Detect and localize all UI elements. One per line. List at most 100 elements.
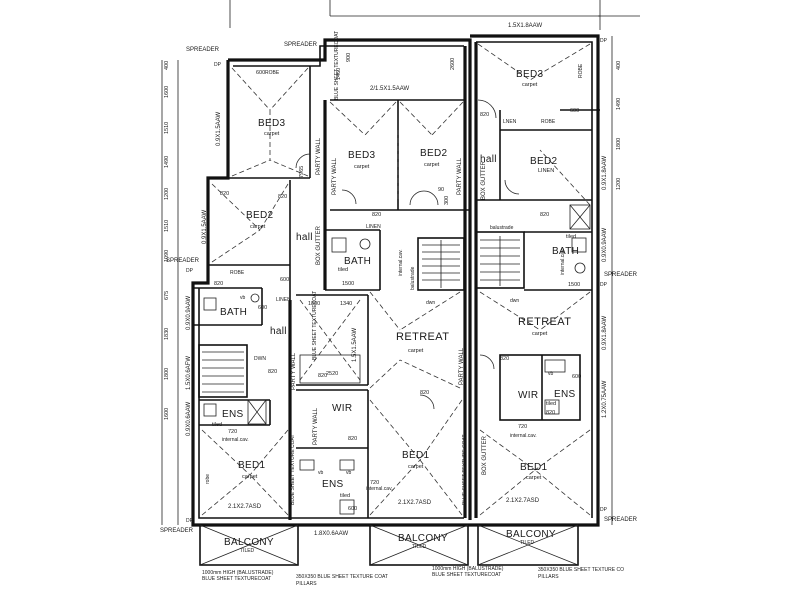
label-hall-left-upper: hall xyxy=(296,232,313,243)
label-hall-left-lower: hall xyxy=(270,326,287,337)
dim-left-1510b: 1510 xyxy=(164,220,170,232)
label-carpet-bed1-right: carpet xyxy=(526,475,542,481)
label-blue-sheet-4: BLUE SHEET TEXTURE COAT xyxy=(462,434,468,505)
dimension-lines xyxy=(161,15,640,525)
label-box-gutter-1: BOX GUTTER xyxy=(316,225,322,265)
dim-right-1490: 1490 xyxy=(616,98,622,110)
balconies xyxy=(199,524,579,566)
dim-left-1090: 1090 xyxy=(164,250,170,262)
label-dwn-left: DWN xyxy=(254,356,266,362)
dim-left-400: 400 xyxy=(164,61,170,70)
label-internal-cav-centre: internal.cav. xyxy=(366,486,393,492)
label-bath-left: BATH xyxy=(220,307,247,318)
dim-820-e: 820 xyxy=(220,191,229,197)
dim-600-b: 600 xyxy=(570,108,579,114)
label-bed2-left: BED2 xyxy=(246,210,273,221)
label-bed1-left: BED1 xyxy=(238,460,265,471)
label-tiled-balcony-centre: TILED xyxy=(412,544,427,550)
label-dp-5: DP xyxy=(186,518,194,524)
label-party-wall-6: PARTY WALL xyxy=(459,347,465,385)
dim-820-g: 820 xyxy=(420,390,429,396)
dim-right-1200: 1200 xyxy=(616,178,622,190)
dim-820-k: 820 xyxy=(318,373,327,379)
note-balustrade-centre: 1000mm HIGH (BALUSTRADE) xyxy=(432,566,504,572)
dim-820-j: 820 xyxy=(500,356,509,362)
spec-centre-window: 1.5X1.5AAW xyxy=(352,328,358,362)
dim-1460: 1460 xyxy=(336,68,342,80)
label-ens-left: ENS xyxy=(222,409,243,420)
label-carpet-bed2-centre: carpet xyxy=(424,162,440,168)
label-carpet-bed3-centre: carpet xyxy=(354,164,370,170)
label-dwn-centre: dwn xyxy=(426,300,435,306)
label-bath-centre: BATH xyxy=(344,256,371,267)
spec-door-left: 2.1X2.7ASD xyxy=(228,504,262,510)
dim-820-c: 820 xyxy=(540,212,549,218)
dim-600-f: 600 xyxy=(280,277,289,283)
dim-1800: 1800 xyxy=(308,301,320,307)
spec-right-window-2: 0.9X0.9AAW xyxy=(602,228,608,262)
fixtures xyxy=(203,204,591,515)
label-carpet-bed3-left: carpet xyxy=(264,131,280,137)
dim-1340: 1340 xyxy=(340,301,352,307)
spec-left-window-5: 0.9X0.6AAW xyxy=(186,402,192,436)
dim-600-c: 600 xyxy=(258,305,267,311)
label-linen-left: LINEN xyxy=(276,297,291,303)
label-carpet-bed1-centre: carpet xyxy=(408,464,424,470)
note-pillars-left: 350X350 BLUE SHEET TEXTURE COAT xyxy=(296,574,388,580)
label-wir-centre: WIR xyxy=(332,403,352,414)
label-carpet-bed1-left: carpet xyxy=(242,474,258,480)
dim-720-c: 720 xyxy=(370,480,379,486)
note-pillars-right-2: PILLARS xyxy=(538,574,559,580)
label-bed2-centre: BED2 xyxy=(420,148,447,159)
dim-1500-b: 1500 xyxy=(568,282,580,288)
label-box-gutter-3: BOX GUTTER xyxy=(482,435,488,475)
label-tiled-bath-right: tiled xyxy=(566,234,576,240)
label-bed3-right: BED3 xyxy=(516,69,543,80)
note-pillars-left-2: PILLARS xyxy=(296,581,317,587)
label-balustrade-centre: balustrade xyxy=(410,266,416,290)
label-carpet-retreat-right: carpet xyxy=(532,331,548,337)
label-robe-right-vert: ROBE xyxy=(578,63,584,78)
label-vb-right: vb xyxy=(548,371,554,377)
label-robe-bed1-left: robe xyxy=(205,474,211,484)
label-spreader-right-1: SPREADER xyxy=(604,272,638,278)
dim-90: 90 xyxy=(438,187,444,193)
dim-300: 300 xyxy=(444,196,450,205)
note-balustrade-left: 1000mm HIGH (BALUSTRADE) xyxy=(202,570,274,576)
spec-right-window-1: 0.9X1.8AAW xyxy=(602,156,608,190)
dim-820-d: 820 xyxy=(278,194,287,200)
note-pillars-right: 350X350 BLUE SHEET TEXTURE CO xyxy=(538,567,624,573)
label-dwn-right: dwn xyxy=(510,298,519,304)
label-internal-cav-left: internal.cav. xyxy=(222,437,249,443)
outer-walls xyxy=(191,34,600,527)
label-ens-right: ENS xyxy=(554,389,575,400)
label-party-wall-4: PARTY WALL xyxy=(291,352,297,390)
dim-720-a: 720 xyxy=(228,429,237,435)
label-linen-bed2-right: LINEN xyxy=(538,168,554,174)
internal-walls xyxy=(193,42,600,520)
label-vb-centre-b: vb xyxy=(346,470,352,476)
label-bath-right: BATH xyxy=(552,246,579,257)
label-balcony-centre: BALCONY xyxy=(398,533,448,544)
label-party-wall-1: PARTY WALL xyxy=(316,137,322,175)
ceiling-lines xyxy=(201,43,591,516)
door-swings xyxy=(295,99,520,410)
dim-820-b: 820 xyxy=(372,212,381,218)
label-tiled-bath-centre: tiled xyxy=(338,267,348,273)
dim-600-d: 600 xyxy=(572,374,581,380)
label-party-wall-3: PARTY WALL xyxy=(457,157,463,195)
spec-top-centre-window: 2/1.5X1.5AAW xyxy=(370,86,409,92)
label-box-gutter-2: BOX GUTTER xyxy=(481,160,487,200)
label-retreat-centre: RETREAT xyxy=(396,331,449,343)
label-carpet-bed3-right: carpet xyxy=(522,82,538,88)
label-tiled-ens-left: tiled xyxy=(212,422,222,428)
label-dp-2: DP xyxy=(600,38,608,44)
label-wir-right: WIR xyxy=(518,390,538,401)
label-dp-3: DP xyxy=(186,268,194,274)
dim-left-1490: 1490 xyxy=(164,156,170,168)
spec-left-window-3: 0.9X0.9AAW xyxy=(186,296,192,330)
label-blue-sheet-2: BLUE SHEET TEXTURECOAT xyxy=(312,291,318,360)
dim-left-1600b: 1600 xyxy=(164,408,170,420)
spec-left-window-1: 0.9X1.5AAW xyxy=(216,112,222,146)
